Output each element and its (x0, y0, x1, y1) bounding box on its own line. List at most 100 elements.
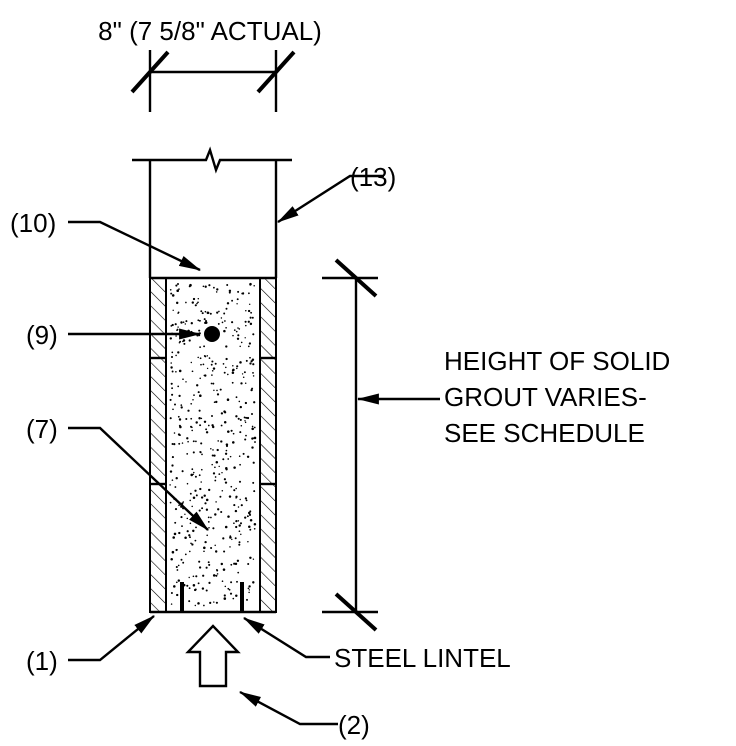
grout-speckle (201, 507, 204, 510)
grout-speckle (199, 487, 202, 491)
grout-speckle (171, 294, 175, 297)
grout-speckle (203, 374, 205, 377)
grout-speckle (245, 324, 247, 327)
grout-speckle (200, 363, 202, 366)
grout-speckle (251, 413, 253, 415)
grout-speckle (233, 466, 236, 469)
grout-speckle (252, 461, 255, 464)
grout-speckle (182, 378, 184, 381)
grout-speckle (198, 560, 201, 563)
callout-1: (1) (26, 646, 58, 676)
grout-speckle (249, 316, 252, 319)
grout-speckle (182, 561, 185, 564)
grout-speckle (235, 487, 238, 490)
grout-speckle (245, 359, 248, 362)
grout-speckle (222, 363, 225, 365)
grout-speckle (216, 448, 219, 452)
grout-speckle (247, 309, 251, 313)
grout-speckle (170, 591, 173, 595)
grout-speckle (189, 536, 191, 539)
grout-speckle (189, 550, 191, 553)
grout-speckle (173, 585, 176, 588)
grout-speckle (176, 329, 178, 332)
grout-speckle (171, 351, 174, 354)
grout-speckle (214, 550, 218, 553)
grout-speckle (220, 510, 223, 514)
grouted-block-section (149, 276, 277, 614)
grout-speckle (237, 334, 240, 337)
grout-speckle (249, 282, 252, 286)
grout-speckle (177, 433, 181, 436)
grout-speckle (173, 403, 177, 406)
grout-speckle (169, 288, 172, 291)
grout-speckle (223, 597, 227, 600)
grout-speckle (206, 367, 209, 370)
grout-speckle (240, 341, 243, 344)
grout-speckle (175, 565, 178, 569)
grout-speckle (175, 581, 178, 584)
grout-speckle (216, 573, 219, 575)
grout-speckle (222, 568, 226, 571)
grout-speckle (209, 312, 212, 315)
grout-speckle (253, 523, 257, 526)
grout-speckle (253, 527, 256, 530)
grout-speckle (177, 283, 179, 285)
grout-speckle (224, 481, 228, 484)
grout-speckle (235, 497, 237, 499)
grout-speckle (223, 411, 227, 414)
grout-speckle (238, 328, 241, 330)
grout-speckle (201, 453, 203, 456)
grout-speckle (178, 418, 182, 421)
grout-speckle (177, 351, 180, 354)
grout-speckle (203, 546, 206, 550)
grout-speckle (172, 408, 174, 411)
grout-speckle (242, 452, 245, 455)
grout-speckle (175, 284, 178, 287)
grout-speckle (195, 421, 198, 424)
grout-speckle (208, 488, 211, 492)
grout-speckle (253, 426, 256, 429)
grout-stipple (169, 282, 257, 607)
grout-speckle (205, 498, 209, 502)
grout-speckle (229, 536, 232, 539)
grout-speckle (178, 342, 181, 344)
grout-speckle (239, 498, 241, 501)
grout-speckle (210, 516, 212, 519)
grout-speckle (169, 484, 171, 486)
grout-speckle (203, 345, 206, 348)
grout-speckle (249, 356, 251, 359)
grout-speckle (170, 366, 173, 369)
grout-speckle (210, 382, 213, 385)
grout-speckle (190, 542, 192, 545)
grout-height-dimension (322, 258, 378, 632)
grout-speckle (171, 479, 174, 481)
grout-speckle (185, 417, 188, 421)
grout-speckle (182, 501, 185, 503)
grout-speckle (246, 416, 250, 420)
grout-speckle (226, 302, 230, 305)
grout-speckle (215, 501, 217, 503)
grout-speckle (181, 525, 183, 528)
grout-speckle (180, 404, 183, 406)
grout-speckle (191, 543, 194, 546)
grout-speckle (253, 284, 255, 287)
grout-speckle (184, 323, 187, 325)
grout-speckle (206, 311, 210, 315)
grout-speckle (240, 382, 243, 385)
grout-speckle (248, 589, 250, 591)
grout-speckle (187, 329, 190, 333)
grout-speckle (248, 303, 251, 306)
grout-speckle (196, 384, 199, 387)
grout-speckle (252, 363, 255, 366)
grout-speckle (197, 356, 199, 359)
grout-speckle (175, 301, 179, 305)
grout-speckle (188, 576, 190, 579)
grout-speckle (198, 319, 201, 322)
grout-speckle (237, 571, 240, 574)
grout-speckle (202, 574, 205, 577)
grout-speckle (249, 556, 252, 560)
grout-speckle (204, 355, 207, 358)
grout-speckle (210, 448, 212, 450)
grout-speckle (192, 297, 196, 301)
